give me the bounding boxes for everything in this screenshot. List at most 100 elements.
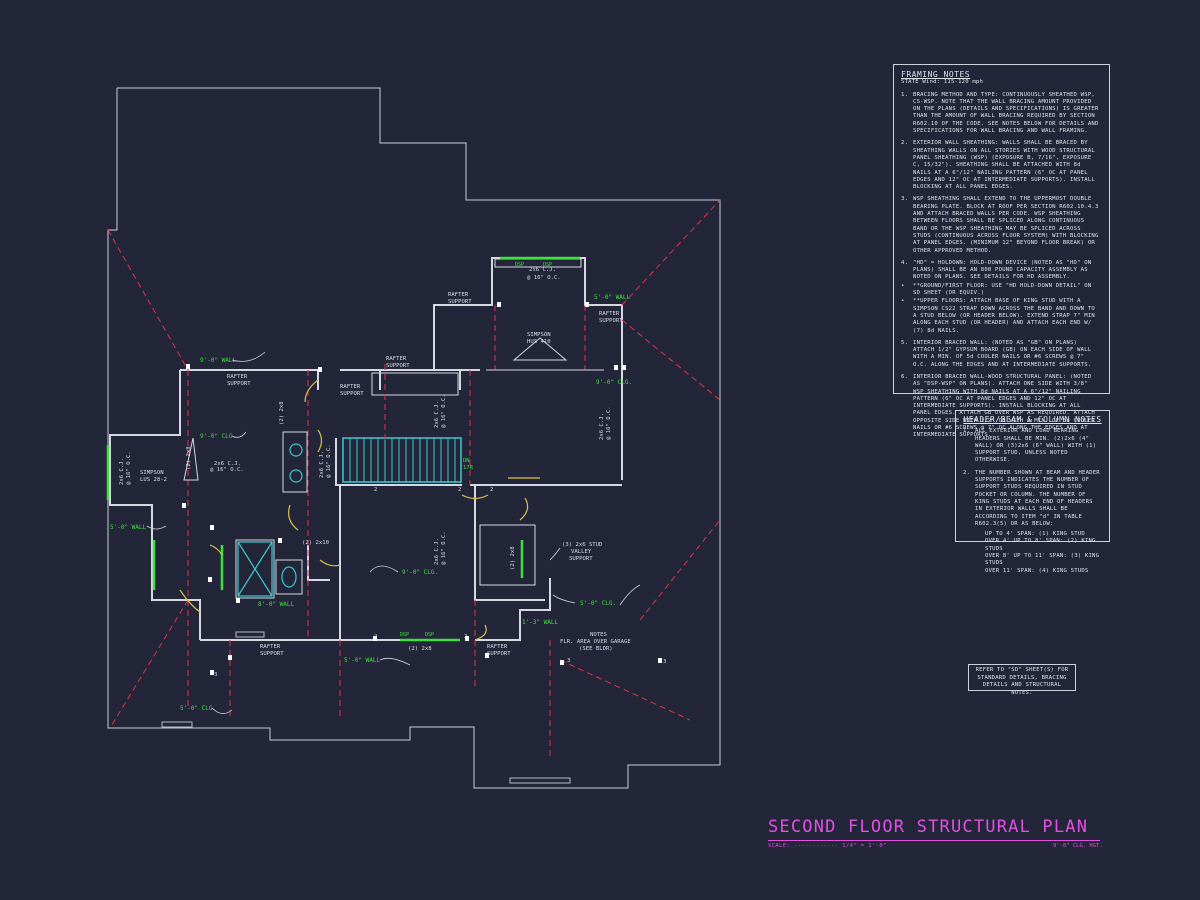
king-stud-list: UP TO 4' SPAN: (1) KING STUD OVER 4' UP … [985, 531, 1102, 575]
rafter-support-6-b: SUPPORT [260, 651, 284, 657]
wall-1-3: 1'-3" WALL [522, 619, 559, 626]
oc-label-2: @ 16" O.C. [527, 275, 561, 281]
door-swings [179, 379, 540, 641]
clg-5-2: 5'-0" CLG. [180, 705, 216, 712]
dsp-4: DSP [425, 632, 434, 638]
oc-vert-5: @ 16" O.C. [126, 451, 132, 485]
cj-vert-3: 2x6 C.J. [599, 413, 605, 440]
king-stud-item: OVER 11' SPAN: (4) KING STUDS [985, 567, 1089, 574]
dsp-3: DSP [400, 632, 409, 638]
wall-5-1: 5'-0" WALL [110, 524, 147, 531]
bath-fixtures [237, 443, 303, 597]
rafter-support-5-b: SUPPORT [599, 318, 623, 324]
clg-5-1: 5'-0" CLG. [580, 600, 616, 607]
framing-note: 3.WSP SHEATHING SHALL EXTEND TO THE UPPE… [901, 196, 1099, 254]
hus-label: HUS 410 [527, 339, 551, 345]
simpson-label-1: SIMPSON [527, 332, 551, 338]
rafter-support-1-b: SUPPORT [227, 381, 251, 387]
framing-notes-subtitle: STATE Wind: 115-120 mph [901, 79, 984, 86]
dsp-1: DSP [515, 262, 524, 268]
valley-label-3: SUPPORT [569, 556, 593, 562]
support-count-1: 2 [374, 487, 377, 493]
post-markers [182, 302, 662, 675]
beam-2x10-label: (2) 2x10 [302, 540, 329, 546]
oc-vert-4: @ 16" O.C. [441, 531, 447, 565]
king-stud-item: OVER 4' UP TO 8' SPAN: (2) KING STUDS [985, 538, 1096, 552]
ridge-lines [107, 199, 721, 760]
wall-5-3: 5'-0" WALL [594, 294, 631, 301]
plan-text: RAFTER SUPPORT RAFTER SUPPORT RAFTER SUP… [140, 267, 666, 678]
valley-label-2: VALLEY [571, 549, 592, 555]
support-count-8: 3 [663, 659, 666, 665]
oc-vert-2: @ 16" O.C. [441, 394, 447, 428]
wall-9-1: 9'-0" WALL [200, 357, 237, 364]
oc-label-1: @ 16" O.C. [210, 467, 244, 473]
oc-vert-1: @ 16" O.C. [326, 444, 332, 478]
rafter-support-1-a: RAFTER [227, 374, 248, 380]
header-beam-title: HEADER/BEAM & COLUMN NOTES [963, 415, 1102, 424]
support-count-7: 3 [567, 658, 570, 664]
wall-8-1: 8'-0" WALL [258, 601, 295, 608]
rafter-support-7-b: SUPPORT [487, 651, 511, 657]
rafter-support-2-a: RAFTER [340, 384, 361, 390]
stair-dn: DN [463, 458, 470, 464]
framing-note: 1.BRACING METHOD AND TYPE: CONTINUOUSLY … [901, 91, 1099, 135]
flr-area-label: FLR. AREA OVER GARAGE [560, 639, 631, 645]
cj-vert-4: 2x6 C.J. [434, 538, 440, 565]
interior-lines [235, 258, 582, 599]
rafter-support-4-b: SUPPORT [448, 299, 472, 305]
header-notes-list: 1.ALL EXTERIOR AND LOAD BEARING HEADERS … [963, 428, 1102, 528]
rafter-support-3-a: RAFTER [386, 356, 407, 362]
rafter-support-6-a: RAFTER [260, 644, 281, 650]
oc-vert-3: @ 16" O.C. [606, 406, 612, 440]
lus-label: LUS 28-2 [140, 477, 167, 483]
cj-label-2: 2x6 C.J. [529, 267, 556, 273]
header-note: 2.THE NUMBER SHOWN AT BEAM AND HEADER SU… [963, 469, 1100, 527]
cj-vert-5: 2x6 C.J. [119, 458, 125, 485]
framing-note: •**GROUND/FIRST FLOOR: USE "HD HOLD-DOWN… [901, 282, 1092, 297]
valley-label-1: (3) 2x6 STUD [562, 542, 603, 548]
refer-note: REFER TO "SD" SHEET(S) FOR STANDARD DETA… [968, 664, 1076, 696]
title-underline [768, 840, 1100, 841]
king-stud-item: OVER 8' UP TO 11' SPAN: (3) KING STUDS [985, 553, 1100, 567]
support-count-3: 2 [490, 487, 493, 493]
beam-vert-1: (2) 2x8 [279, 401, 285, 425]
clg-9-3: 9'-0" CLG. [596, 379, 632, 386]
framing-note: 6.INTERIOR BRACED WALL-WOOD STRUCTURAL P… [901, 373, 1095, 439]
foundation-hatches [161, 631, 571, 784]
cj-vert-1: 2x6 C.J. [319, 451, 325, 478]
see-bldr-label: (SEE BLDR) [579, 646, 613, 652]
clg-9-1: 9'-0" CLG. [200, 433, 236, 440]
framing-notes-panel: FRAMING NOTES STATE Wind: 115-120 mph 1.… [893, 64, 1110, 438]
framing-note: •**UPPER FLOORS: ATTACH BASE OF KING STU… [901, 298, 1095, 334]
simpson-beam-marker [183, 337, 604, 481]
clg-9-2: 9'-0" CLG. [402, 569, 438, 576]
support-count-4: 2 [374, 634, 377, 640]
cj-label-1: 2x6 C.J. [214, 461, 241, 467]
framing-note: 5.INTERIOR BRACED WALL: (NOTED AS "GB" O… [901, 339, 1092, 368]
king-stud-item: UP TO 4' SPAN: (1) KING STUD [985, 531, 1085, 538]
rafter-support-4-a: RAFTER [448, 292, 469, 298]
vertical-plan-text: 2x6 C.J. @ 16" O.C. 2x6 C.J. @ 16" O.C. … [119, 394, 612, 570]
stair [342, 437, 462, 483]
rafter-support-3-b: SUPPORT [386, 363, 410, 369]
header-note: 1.ALL EXTERIOR AND LOAD BEARING HEADERS … [963, 428, 1097, 464]
framing-note: 2.EXTERIOR WALL SHEATHING: WALLS SHALL B… [901, 140, 1095, 191]
framing-notes-title: FRAMING NOTES [901, 70, 971, 79]
support-count-2: 2 [458, 487, 461, 493]
braced-walls [106, 256, 580, 642]
rafter-support-7-a: RAFTER [487, 644, 508, 650]
sheet-title: SECOND FLOOR STRUCTURAL PLAN [768, 817, 1089, 837]
leader-lines [146, 351, 641, 714]
wall-5-2: 5'-0" WALL [344, 657, 381, 664]
ceiling-height: 9'-0" CLG. HGT. [1053, 843, 1103, 849]
beam-vert-3: (2) 2x8 [510, 546, 516, 570]
dsp-2: DSP [543, 262, 552, 268]
framing-note: 4."HD" = HOLDOWN: HOLD-DOWN DEVICE (NOTE… [901, 259, 1092, 281]
sheet-scale: SCALE: ------------ 1/4" = 1'-0" [768, 843, 887, 849]
header-beam-notes-panel: HEADER/BEAM & COLUMN NOTES 1.ALL EXTERIO… [955, 410, 1110, 574]
notes-label: NOTES [590, 632, 607, 638]
beam-2x8-label: (2) 2x8 [408, 646, 432, 652]
cj-vert-2: 2x6 C.J. [434, 401, 440, 428]
